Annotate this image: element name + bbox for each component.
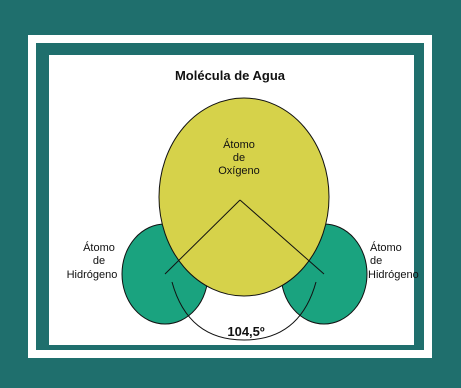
hydrogen-right-label-line1: Átomo [370,241,402,254]
bond-angle-arc [171,281,317,341]
oxygen-label-line1: Átomo [223,138,255,151]
oxygen-label-line3: Oxígeno [218,165,260,177]
hydrogen-left-label-line3: Hidrógeno [67,269,118,281]
hydrogen-right-label-line3: Hidrógeno [368,269,419,281]
bond-angle-label: 104,5º [227,324,265,339]
oxygen-atom [158,97,330,297]
bond-line-left [164,199,241,275]
hydrogen-left-label-line2: de [93,255,105,267]
hydrogen-left-label-line1: Átomo [83,241,115,254]
hydrogen-right-label-line2: de [370,255,382,267]
bond-line-right [239,199,325,275]
diagram-title: Molécula de Agua [175,68,286,83]
oxygen-label-line2: de [233,152,245,164]
